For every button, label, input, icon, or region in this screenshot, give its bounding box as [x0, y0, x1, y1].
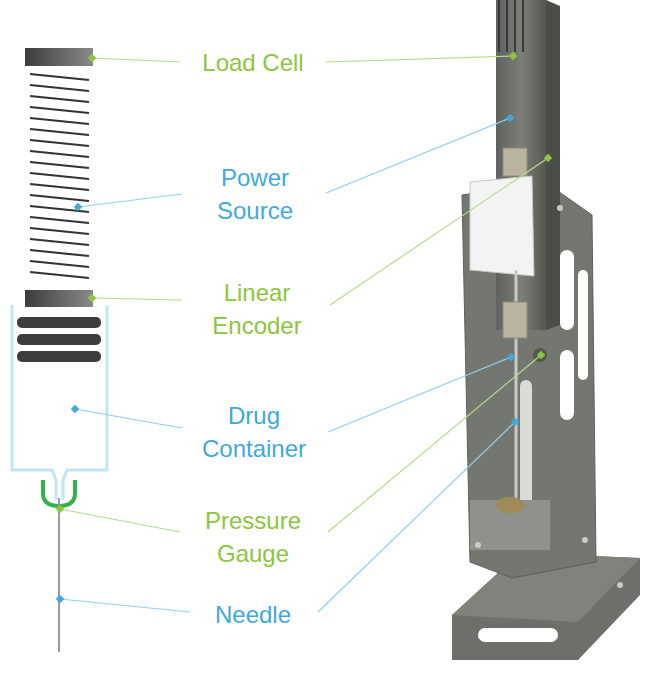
frame-cutout [560, 250, 574, 330]
leader-dots [56, 52, 552, 603]
clamp-block [503, 148, 527, 176]
leader-lines [60, 56, 548, 612]
needle [58, 498, 60, 652]
frame-cutout [578, 270, 588, 380]
part-label: Pressure Gauge [188, 504, 318, 570]
sample-puck [496, 497, 524, 513]
screws [475, 205, 623, 588]
clamp-block [503, 302, 527, 338]
load-cell-top [25, 48, 93, 66]
base-slot [478, 628, 558, 642]
part-label: Linear Encoder [192, 276, 322, 342]
load-cell-bottom [25, 290, 93, 307]
column-side [546, 0, 560, 330]
frame-cutout [560, 350, 574, 420]
part-label: Needle [188, 598, 318, 631]
device-rendering [452, 0, 640, 660]
frame-cutout [520, 380, 532, 520]
carriage-block [470, 176, 534, 276]
spring [30, 74, 89, 278]
schematic [12, 48, 107, 652]
plunger-ring [17, 351, 101, 362]
plunger-ring [17, 334, 101, 345]
part-label: Load Cell [188, 46, 318, 79]
guide-rods [499, 0, 523, 52]
part-label: Drug Container [189, 399, 319, 465]
part-label: Power Source [190, 161, 320, 227]
plunger-ring [17, 317, 101, 328]
drug-container [12, 305, 107, 500]
